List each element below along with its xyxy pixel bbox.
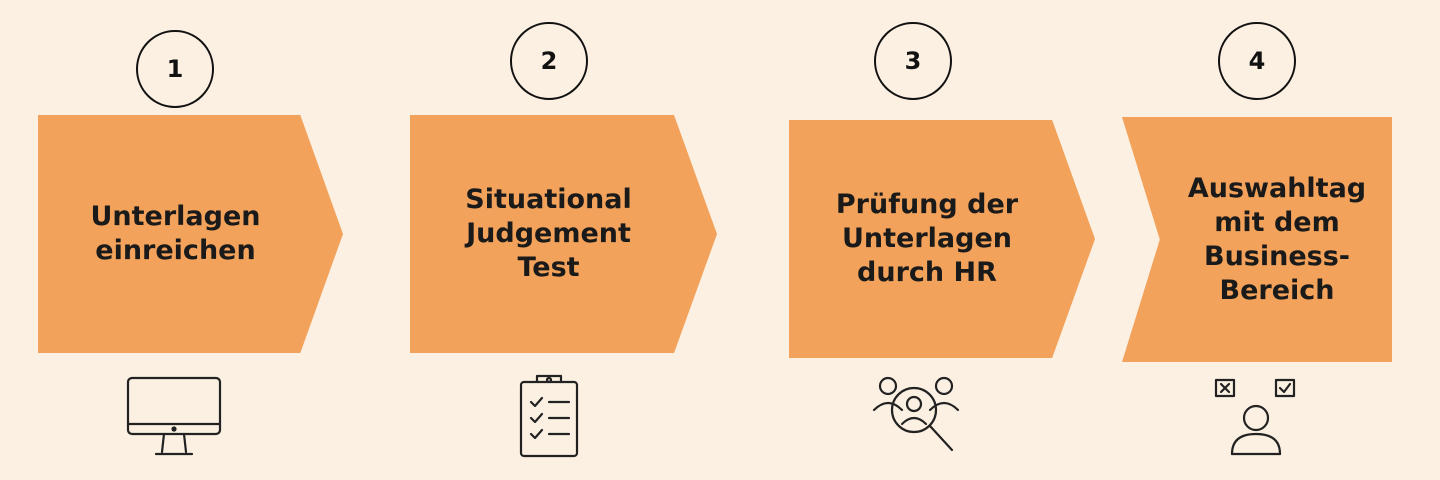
step-4-arrow: Auswahltag mit dem Business- Bereich: [1122, 117, 1392, 362]
step-1-number: 1: [136, 30, 214, 108]
step-2-number: 2: [510, 22, 588, 100]
checklist-clipboard-icon: [519, 374, 579, 458]
step-1-label: Unterlagen einreichen: [90, 201, 261, 266]
step-3-number: 3: [874, 22, 952, 100]
step-2-label: Situational Judgement Test: [465, 184, 632, 283]
step-3-label: Prüfung der Unterlagen durch HR: [835, 189, 1019, 288]
step-4-label: Auswahltag mit dem Business- Bereich: [1187, 172, 1367, 306]
step-2-arrow: Situational Judgement Test: [410, 115, 717, 353]
decision-person-icon: [1214, 378, 1296, 456]
step-3-arrow: Prüfung der Unterlagen durch HR: [789, 120, 1095, 358]
monitor-icon: [126, 376, 222, 456]
step-4-number: 4: [1218, 22, 1296, 100]
step-1-arrow: Unterlagen einreichen: [38, 115, 343, 353]
people-search-icon: [872, 376, 960, 452]
